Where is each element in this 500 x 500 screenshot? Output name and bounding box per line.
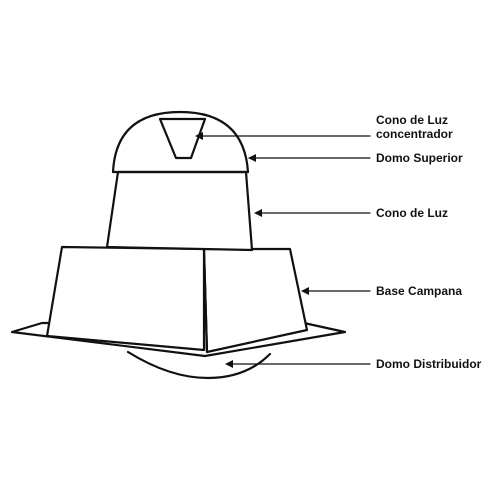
base-campana-left-face xyxy=(45,245,206,352)
flange-shape xyxy=(10,321,347,358)
arrow-domo-distribuidor xyxy=(225,360,233,368)
label-cono-de-luz: Cono de Luz xyxy=(376,206,448,220)
base-campana-right-face xyxy=(202,247,309,354)
arrow-base-campana xyxy=(301,287,309,295)
cono-concentrador-shape xyxy=(158,117,207,160)
domo-distribuidor-shape xyxy=(126,350,272,380)
arrow-domo-superior xyxy=(248,154,256,162)
arrow-cono-de-luz xyxy=(254,209,262,217)
cono-de-luz-shape xyxy=(105,170,254,252)
label-domo-distribuidor: Domo Distribuidor xyxy=(376,357,482,371)
label-base-campana: Base Campana xyxy=(376,284,463,298)
label-cono-concentrador-line2: concentrador xyxy=(376,127,453,141)
label-domo-superior: Domo Superior xyxy=(376,151,463,165)
base-campana-edge xyxy=(202,247,209,354)
label-cono-concentrador-line1: Cono de Luz xyxy=(376,113,448,127)
arrow-cono-concentrador xyxy=(195,132,203,140)
domo-superior-shape xyxy=(111,110,250,174)
